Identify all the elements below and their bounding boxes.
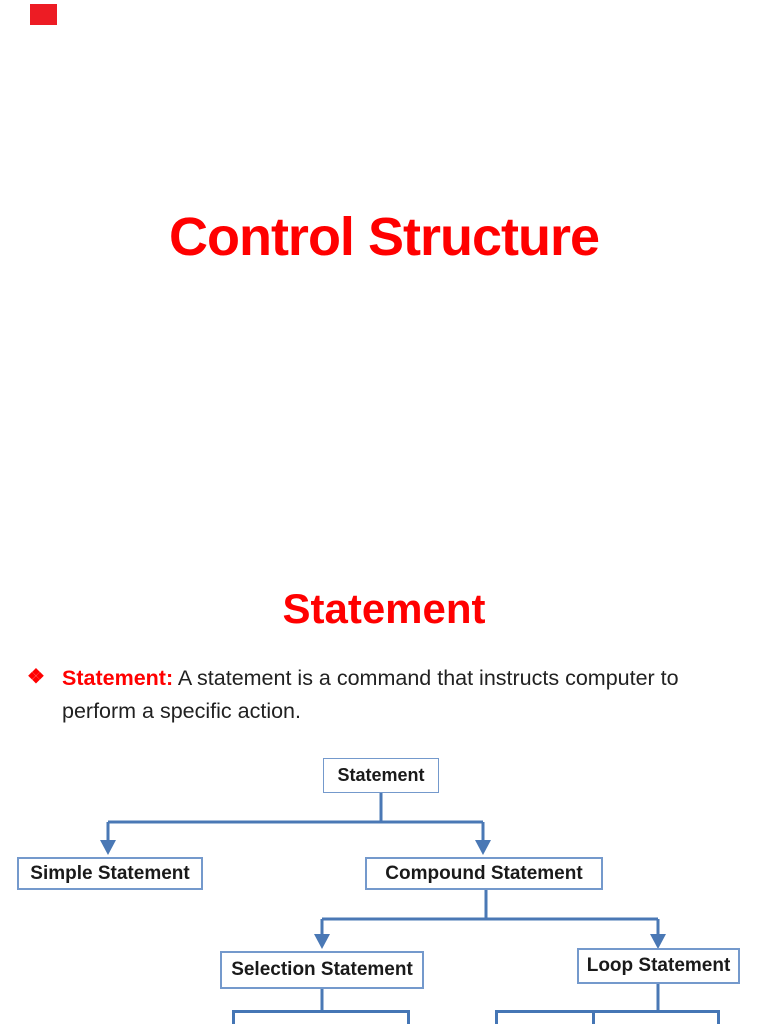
flowchart-partial-node-left <box>232 1010 410 1024</box>
flowchart-node-simple-statement: Simple Statement <box>17 857 203 890</box>
flowchart-node-compound-statement: Compound Statement <box>365 857 603 890</box>
slide1-title: Control Structure <box>168 207 600 267</box>
slide2-title: Statement <box>282 585 486 632</box>
red-corner-marker <box>30 4 57 25</box>
flowchart-node-loop-statement: Loop Statement <box>577 948 740 984</box>
flowchart-partial-node-right-1 <box>495 1010 595 1024</box>
diamond-bullet-icon: ❖ <box>27 666 45 688</box>
flowchart-node-statement: Statement <box>323 758 439 793</box>
flowchart-node-selection-statement: Selection Statement <box>220 951 424 989</box>
definition-text: Statement: A statement is a command that… <box>62 662 710 728</box>
definition-bullet: ❖ Statement: A statement is a command th… <box>27 662 727 728</box>
flowchart-partial-node-right-2 <box>592 1010 720 1024</box>
definition-term: Statement: <box>62 666 174 690</box>
definition-body: A statement is a command that instructs … <box>62 666 679 723</box>
